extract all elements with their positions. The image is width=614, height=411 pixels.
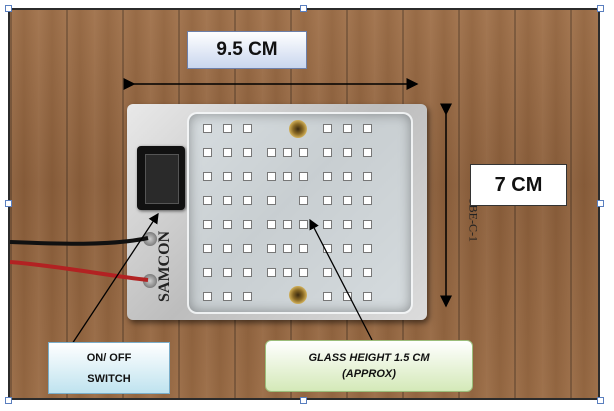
switch-callout-line2: SWITCH [87,372,131,385]
switch-callout: ON/ OFF SWITCH [48,342,170,394]
led-chip [243,172,252,181]
led-chip [363,244,372,253]
led-chip [323,268,332,277]
led-chip [299,148,308,157]
led-chip [203,244,212,253]
solder-pad [143,274,157,288]
led-chip [243,148,252,157]
led-chip [343,268,352,277]
led-chip [223,220,232,229]
led-chip [267,268,276,277]
led-chip [343,220,352,229]
led-chip [323,172,332,181]
led-chip [343,172,352,181]
led-chip [323,220,332,229]
width-label: 9.5 CM [187,31,307,69]
led-chip [363,196,372,205]
selection-handle[interactable] [597,200,604,207]
led-chip [323,124,332,133]
led-chip [223,172,232,181]
solder-pad [143,232,157,246]
model-label: SBE-C-1 [466,197,481,242]
led-chip [203,196,212,205]
led-chip [267,244,276,253]
led-chip [243,292,252,301]
led-chip [267,172,276,181]
led-chip [299,172,308,181]
led-chip [243,244,252,253]
led-chip [223,124,232,133]
led-chip [203,172,212,181]
led-chip [203,268,212,277]
red-wire [9,260,149,282]
led-chip [323,196,332,205]
led-board: SAMCON SBE-C-1 [127,104,481,320]
led-chip [243,220,252,229]
selection-handle[interactable] [300,397,307,404]
led-chip [363,172,372,181]
selection-handle[interactable] [5,200,12,207]
selection-handle[interactable] [300,5,307,12]
switch-callout-arrow [71,212,159,345]
selection-handle[interactable] [5,5,12,12]
led-chip [267,196,276,205]
black-wire [9,236,149,246]
led-chip [203,148,212,157]
led-chip [283,148,292,157]
led-chip [223,244,232,253]
led-chip [299,196,308,205]
switch-rocker [145,154,179,204]
glass-callout-arrow [309,218,373,341]
screw-icon [289,120,307,138]
led-chip [363,268,372,277]
led-chip [363,124,372,133]
screw-icon [289,286,307,304]
rocker-switch [137,146,185,210]
led-chip [243,268,252,277]
glass-callout-line1: GLASS HEIGHT 1.5 CM [308,352,430,364]
led-chip [223,292,232,301]
led-chip [267,148,276,157]
led-chip [203,220,212,229]
led-chip [283,244,292,253]
led-chip [283,268,292,277]
led-chip [267,220,276,229]
led-chip [299,244,308,253]
led-chip [299,268,308,277]
led-chip [323,292,332,301]
led-chip [223,148,232,157]
led-chip [363,148,372,157]
led-chip [243,196,252,205]
led-chip [343,124,352,133]
led-chip [243,124,252,133]
led-chip [323,148,332,157]
switch-callout-line1: ON/ OFF [86,351,132,364]
led-chip [223,196,232,205]
led-chip [299,220,308,229]
height-label: 7 CM [470,164,567,206]
glass-callout-line2: (APPROX) [342,368,396,380]
selection-handle[interactable] [5,397,12,404]
led-chip [223,268,232,277]
led-chip [203,292,212,301]
led-chip [343,148,352,157]
selection-handle[interactable] [597,5,604,12]
led-chip [343,244,352,253]
glass-callout: GLASS HEIGHT 1.5 CM (APPROX) [265,340,473,392]
led-chip [363,292,372,301]
led-chip [283,220,292,229]
led-chip [363,220,372,229]
selection-handle[interactable] [597,397,604,404]
led-chip [343,196,352,205]
led-chip [203,124,212,133]
glass-lens: SBE-C-1 [187,112,481,314]
led-chip [283,172,292,181]
